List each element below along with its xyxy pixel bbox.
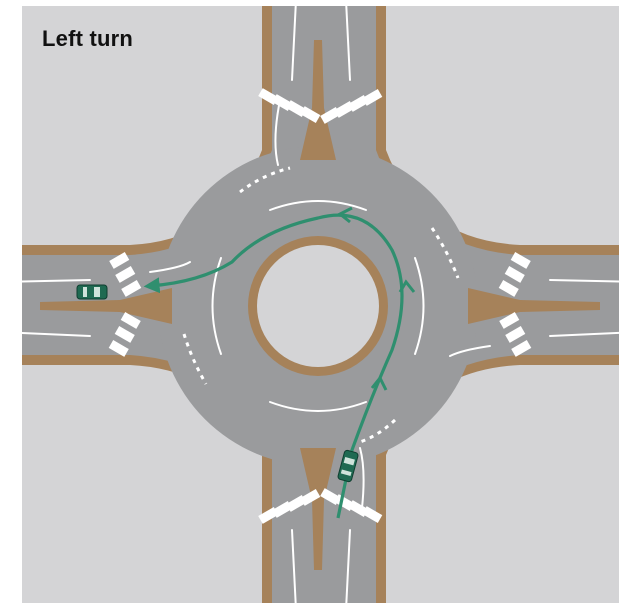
west-splitter-island xyxy=(40,288,172,324)
crosswalks xyxy=(108,88,532,524)
splitter-islands xyxy=(40,40,600,570)
crosswalk-east xyxy=(498,252,532,357)
south-splitter-island xyxy=(300,448,336,570)
left-turn-path xyxy=(143,206,416,519)
crosswalk-north xyxy=(258,88,383,124)
crosswalk-west xyxy=(108,252,142,357)
central-island xyxy=(248,236,388,376)
path-arrow-icon xyxy=(143,213,404,519)
car-icon xyxy=(76,284,108,300)
car-icon xyxy=(337,449,359,483)
east-splitter-island xyxy=(468,288,600,324)
yield-lines xyxy=(182,166,460,444)
diagram-title: Left turn xyxy=(42,26,134,51)
north-splitter-island xyxy=(300,40,336,160)
crosswalk-south xyxy=(258,488,383,524)
